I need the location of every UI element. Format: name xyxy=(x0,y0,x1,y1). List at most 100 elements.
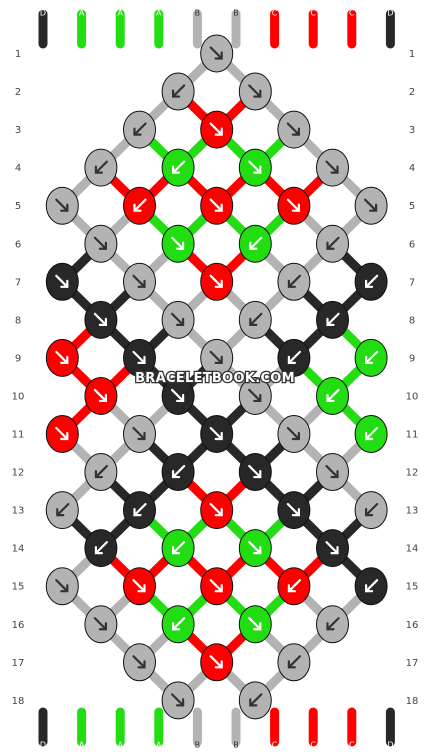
knot xyxy=(316,300,349,339)
arrow-down-left-icon xyxy=(56,503,70,517)
knot xyxy=(123,262,156,301)
arrow-down-right-icon xyxy=(248,388,262,403)
arrow-down-right-icon xyxy=(286,426,300,441)
knot xyxy=(45,338,79,377)
row-number-left: 17 xyxy=(12,658,25,669)
arrow-down-left-icon xyxy=(287,579,301,593)
row-number-left: 16 xyxy=(12,620,25,631)
row-number-left: 14 xyxy=(12,544,25,555)
knot xyxy=(45,567,79,606)
knot xyxy=(200,338,234,377)
knot xyxy=(200,415,234,453)
arrow-down-left-icon xyxy=(287,350,301,364)
arrow-down-left-icon xyxy=(94,541,108,555)
arrow-down-left-icon xyxy=(326,388,340,403)
row-number-right: 3 xyxy=(409,125,415,136)
knot xyxy=(84,605,118,644)
arrow-down-right-icon xyxy=(325,464,339,479)
strand-letter: A xyxy=(156,741,162,750)
arrow-down-left-icon xyxy=(287,274,301,288)
arrow-down-right-icon xyxy=(93,388,107,403)
arrow-down-left-icon xyxy=(172,84,186,98)
row-number-left: 2 xyxy=(15,87,21,98)
arrow-down-right-icon xyxy=(209,579,223,593)
knot xyxy=(123,338,156,377)
knot xyxy=(200,643,234,682)
arrow-down-right-icon xyxy=(132,274,146,288)
row-number-right: 14 xyxy=(406,544,419,555)
arrow-down-left-icon xyxy=(287,655,301,669)
row-number-right: 13 xyxy=(406,506,419,517)
arrow-down-right-icon xyxy=(171,388,185,403)
arrow-down-left-icon xyxy=(249,693,263,707)
knot xyxy=(277,262,311,301)
arrow-down-right-icon xyxy=(132,579,146,593)
row-number-right: 16 xyxy=(406,620,419,631)
knot xyxy=(238,529,272,568)
arrow-down-right-icon xyxy=(171,312,185,326)
arrow-down-left-icon xyxy=(365,350,379,364)
arrow-down-left-icon xyxy=(94,464,108,479)
knot xyxy=(354,415,388,453)
arrow-down-left-icon xyxy=(326,236,340,250)
strand-letter: D xyxy=(40,9,46,18)
strand-letter: C xyxy=(272,9,278,18)
arrow-down-left-icon xyxy=(326,617,340,631)
arrow-down-right-icon xyxy=(286,198,300,212)
knot xyxy=(238,681,272,720)
arrow-down-left-icon xyxy=(94,160,108,174)
knot xyxy=(277,338,311,377)
knot xyxy=(161,453,195,492)
knot xyxy=(238,300,272,339)
strand-letter: D xyxy=(387,741,393,750)
row-number-right: 6 xyxy=(409,239,415,250)
row-number-right: 4 xyxy=(409,163,415,174)
row-number-right: 8 xyxy=(409,315,415,326)
arrow-down-right-icon xyxy=(248,617,262,631)
arrow-down-left-icon xyxy=(365,579,379,593)
knot xyxy=(200,567,234,606)
arrow-down-left-icon xyxy=(133,122,147,136)
arrow-down-right-icon xyxy=(93,312,107,326)
knot xyxy=(238,605,272,644)
knot xyxy=(316,224,349,263)
knot xyxy=(123,415,156,453)
arrow-down-right-icon xyxy=(286,503,300,517)
strand-letter: C xyxy=(349,9,355,18)
arrow-down-right-icon xyxy=(248,84,262,98)
row-number-right: 5 xyxy=(409,201,415,212)
knot xyxy=(123,643,156,682)
arrow-down-right-icon xyxy=(55,579,69,593)
knot xyxy=(161,224,195,263)
arrow-down-right-icon xyxy=(55,198,69,212)
knot xyxy=(238,453,272,492)
strand-letter: C xyxy=(272,741,278,750)
knot xyxy=(316,376,349,415)
knot xyxy=(354,262,388,301)
knot xyxy=(354,567,388,606)
row-number-left: 7 xyxy=(15,277,21,288)
strand-letter: B xyxy=(233,741,239,750)
knot xyxy=(84,453,118,492)
strand-letter: A xyxy=(117,9,123,18)
arrow-down-left-icon xyxy=(249,236,263,250)
arrow-down-right-icon xyxy=(209,426,223,441)
knot xyxy=(277,567,311,606)
arrow-down-right-icon xyxy=(209,198,223,212)
knot xyxy=(277,643,311,682)
arrow-down-right-icon xyxy=(248,541,262,555)
arrow-down-right-icon xyxy=(325,160,339,174)
knot xyxy=(238,72,272,111)
row-number-right: 9 xyxy=(409,353,415,364)
knot xyxy=(238,224,272,263)
knot xyxy=(123,186,156,225)
knot xyxy=(84,529,118,568)
strand-letter: C xyxy=(310,9,316,18)
knot xyxy=(84,224,118,263)
row-number-left: 6 xyxy=(15,239,21,250)
row-number-left: 10 xyxy=(12,391,25,402)
arrow-down-left-icon xyxy=(133,198,147,212)
